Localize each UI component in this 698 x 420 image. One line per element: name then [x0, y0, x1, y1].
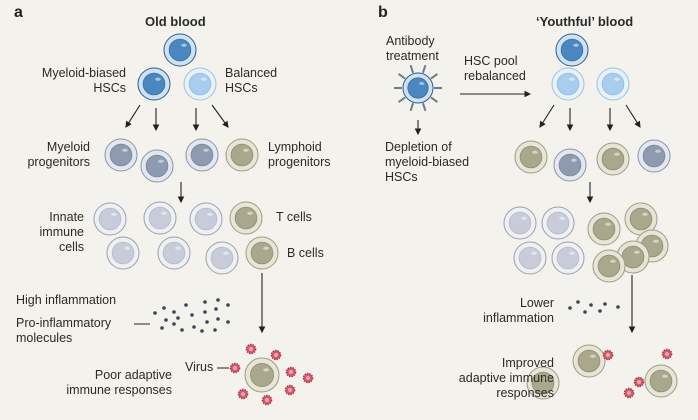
virus-particle: [602, 349, 614, 361]
molecule-dot: [216, 298, 220, 302]
virus-particle: [284, 384, 296, 396]
lymphoid-progenitor: [514, 140, 548, 174]
panel-a-label: a: [14, 4, 23, 21]
adaptive-cell: [572, 344, 606, 378]
myeloid-progenitors-label: Myeloid progenitors: [27, 140, 90, 169]
myeloid-hsc-label: Myeloid-biased HSCs: [41, 66, 126, 95]
lower-inflammation-label: Lower inflammation: [483, 296, 554, 325]
lymphoid-progenitor: [225, 138, 259, 172]
innate-cell: [513, 241, 547, 275]
molecule-dot: [200, 329, 204, 333]
molecule-dot: [203, 310, 207, 314]
molecule-dot: [616, 305, 620, 309]
molecule-dot: [216, 317, 220, 321]
balanced-hsc: [551, 67, 585, 101]
molecule-dot: [164, 318, 168, 322]
t-cell: [229, 201, 263, 235]
antibody-treatment-label: Antibody treatment: [386, 34, 439, 63]
molecule-dot: [568, 306, 572, 310]
molecule-dot: [214, 307, 218, 311]
b-cells-label: B cells: [287, 246, 324, 260]
virus-particle: [285, 366, 297, 378]
arrow: [539, 104, 555, 128]
molecule-dot: [162, 306, 166, 310]
molecules-label: molecules: [16, 331, 73, 345]
virus-particle: [623, 387, 635, 399]
hsc-top: [163, 33, 197, 67]
t-cells-label: T cells: [276, 210, 312, 224]
pro-inflammatory-label: Pro-inflammatory: [16, 316, 112, 330]
virus-particle: [261, 394, 273, 406]
poor-adaptive-label: Poor adaptive immune responses: [66, 368, 172, 397]
antibody-target-hsc: [402, 72, 434, 104]
molecule-dot: [583, 310, 587, 314]
high-inflammation-label: High inflammation: [16, 293, 117, 307]
arrow: [211, 104, 229, 128]
virus-particle: [237, 388, 249, 400]
lymphoid-cell: [587, 212, 621, 246]
molecule-dot: [192, 325, 196, 329]
molecule-dot: [172, 322, 176, 326]
myeloid-progenitor: [553, 148, 587, 182]
virus-particle: [661, 348, 673, 360]
myeloid-progenitor: [104, 138, 138, 172]
antibody-coated-hsc: [394, 64, 442, 112]
balanced-hsc: [596, 67, 630, 101]
panel-a-title: Old blood: [145, 14, 206, 29]
innate-cell: [205, 241, 239, 275]
molecule-dot: [226, 320, 230, 324]
innate-cell: [541, 206, 575, 240]
molecule-dot: [226, 303, 230, 307]
molecule-dot: [603, 302, 607, 306]
myeloid-progenitor: [637, 139, 671, 173]
innate-cell: [106, 236, 140, 270]
molecule-dot: [176, 316, 180, 320]
molecule-dot: [203, 300, 207, 304]
innate-cell: [551, 241, 585, 275]
improved-adaptive-label: Improved adaptive immune responses: [458, 356, 554, 400]
adaptive-cell: [244, 357, 280, 393]
virus-particle: [245, 343, 257, 355]
molecule-dot: [180, 328, 184, 332]
b-cell: [245, 236, 279, 270]
lymphoid-progenitor: [596, 142, 630, 176]
hsc-top: [555, 33, 589, 67]
panel-b-title: ‘Youthful’ blood: [536, 14, 634, 29]
molecule-dot: [213, 328, 217, 332]
molecule-dot: [598, 309, 602, 313]
myeloid-progenitor: [140, 149, 174, 183]
balanced-hsc-label: Balanced HSCs: [225, 66, 278, 95]
lymphoid-cell: [592, 249, 626, 283]
hsc-rebalanced-label: HSC pool rebalanced: [464, 54, 526, 83]
balanced-hsc: [183, 67, 217, 101]
innate-immune-label: Innate immune cells: [39, 210, 84, 254]
lymphoid-progenitors-label: Lymphoid progenitors: [268, 140, 331, 169]
molecule-dot: [576, 300, 580, 304]
virus-label: Virus: [185, 360, 214, 374]
molecule-dot: [172, 310, 176, 314]
molecule-dot: [184, 303, 188, 307]
adaptive-cell: [526, 366, 560, 400]
depletion-label: Depletion of myeloid-biased HSCs: [385, 140, 470, 184]
virus-particle: [302, 372, 314, 384]
virus-particle: [270, 349, 282, 361]
myeloid-progenitor: [185, 138, 219, 172]
molecule-dot: [153, 311, 157, 315]
virus-particle: [229, 362, 241, 374]
arrow: [125, 104, 141, 128]
adaptive-cell: [644, 364, 678, 398]
molecule-dot: [589, 303, 593, 307]
panel-b-label: b: [378, 4, 388, 21]
innate-cell: [143, 201, 177, 235]
innate-cell: [189, 202, 223, 236]
innate-cell: [503, 206, 537, 240]
myeloid-biased-hsc: [137, 67, 171, 101]
arrow: [625, 104, 641, 128]
molecule-dot: [190, 313, 194, 317]
innate-cell: [157, 236, 191, 270]
innate-cell: [93, 202, 127, 236]
molecule-dot: [205, 320, 209, 324]
virus-particle: [633, 376, 645, 388]
molecule-dot: [160, 326, 164, 330]
